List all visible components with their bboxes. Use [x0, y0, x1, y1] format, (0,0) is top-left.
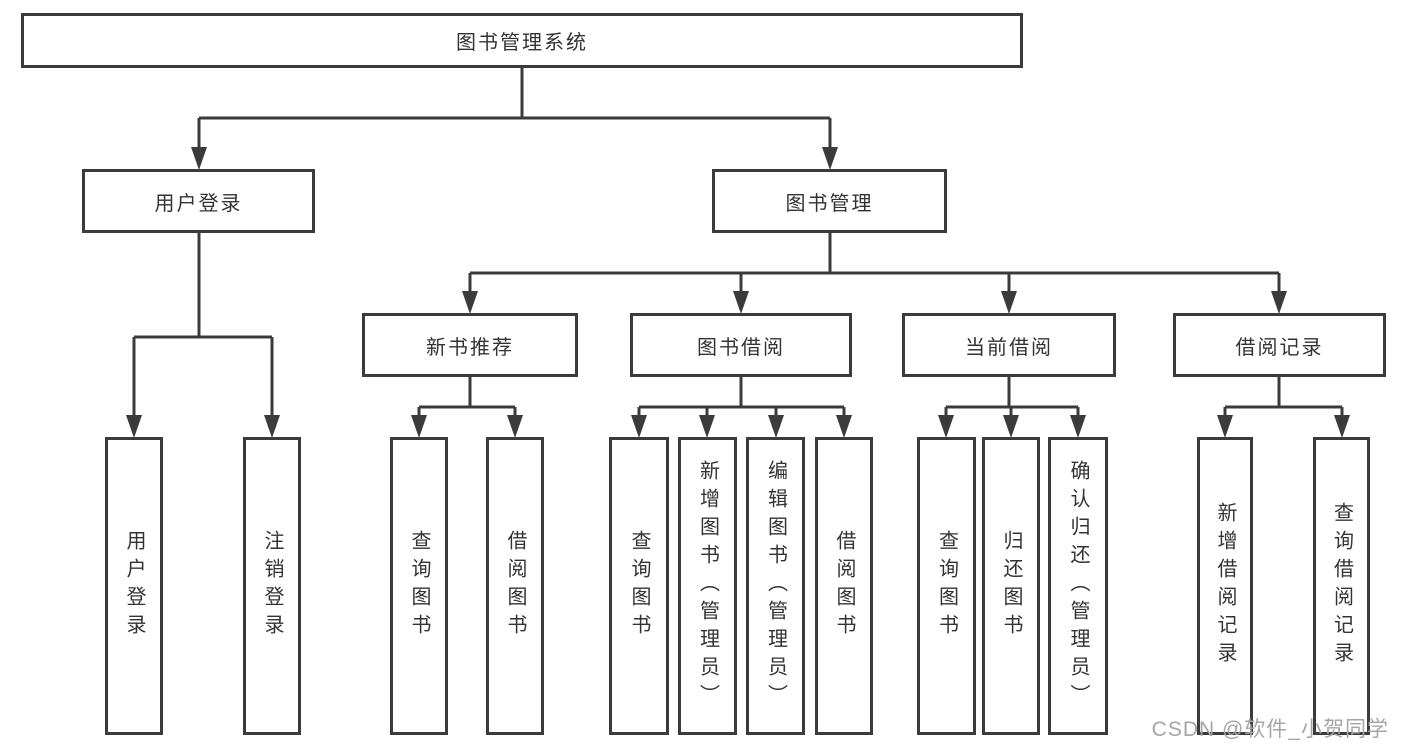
node-book-borrowing: 图书借阅	[630, 313, 852, 377]
node-query-borrow-record: 查询借阅记录	[1313, 437, 1370, 735]
node-user-login: 用户登录	[82, 169, 315, 233]
node-borrow-books-recommend: 借阅图书	[486, 437, 544, 735]
node-query-books-borrowing: 查询图书	[609, 437, 669, 735]
node-borrowing-records: 借阅记录	[1173, 313, 1386, 377]
node-user-login-action: 用户登录	[105, 437, 163, 735]
node-add-books-admin: 新增图书（管理员）	[678, 437, 737, 735]
node-confirm-return-admin: 确认归还（管理员）	[1048, 437, 1108, 735]
node-new-book-recommendation: 新书推荐	[362, 313, 578, 377]
node-query-books-current: 查询图书	[917, 437, 976, 735]
watermark-text: CSDN @软件_小贺同学	[1151, 718, 1389, 741]
node-library-system: 图书管理系统	[21, 13, 1023, 68]
node-return-books: 归还图书	[982, 437, 1040, 735]
node-borrow-books-borrowing: 借阅图书	[815, 437, 873, 735]
node-edit-books-admin: 编辑图书（管理员）	[746, 437, 805, 735]
node-add-borrow-record: 新增借阅记录	[1197, 437, 1253, 735]
node-current-borrowing: 当前借阅	[902, 313, 1116, 377]
node-book-management: 图书管理	[712, 169, 947, 233]
node-logout-action: 注销登录	[243, 437, 301, 735]
node-query-books-recommend: 查询图书	[390, 437, 448, 735]
